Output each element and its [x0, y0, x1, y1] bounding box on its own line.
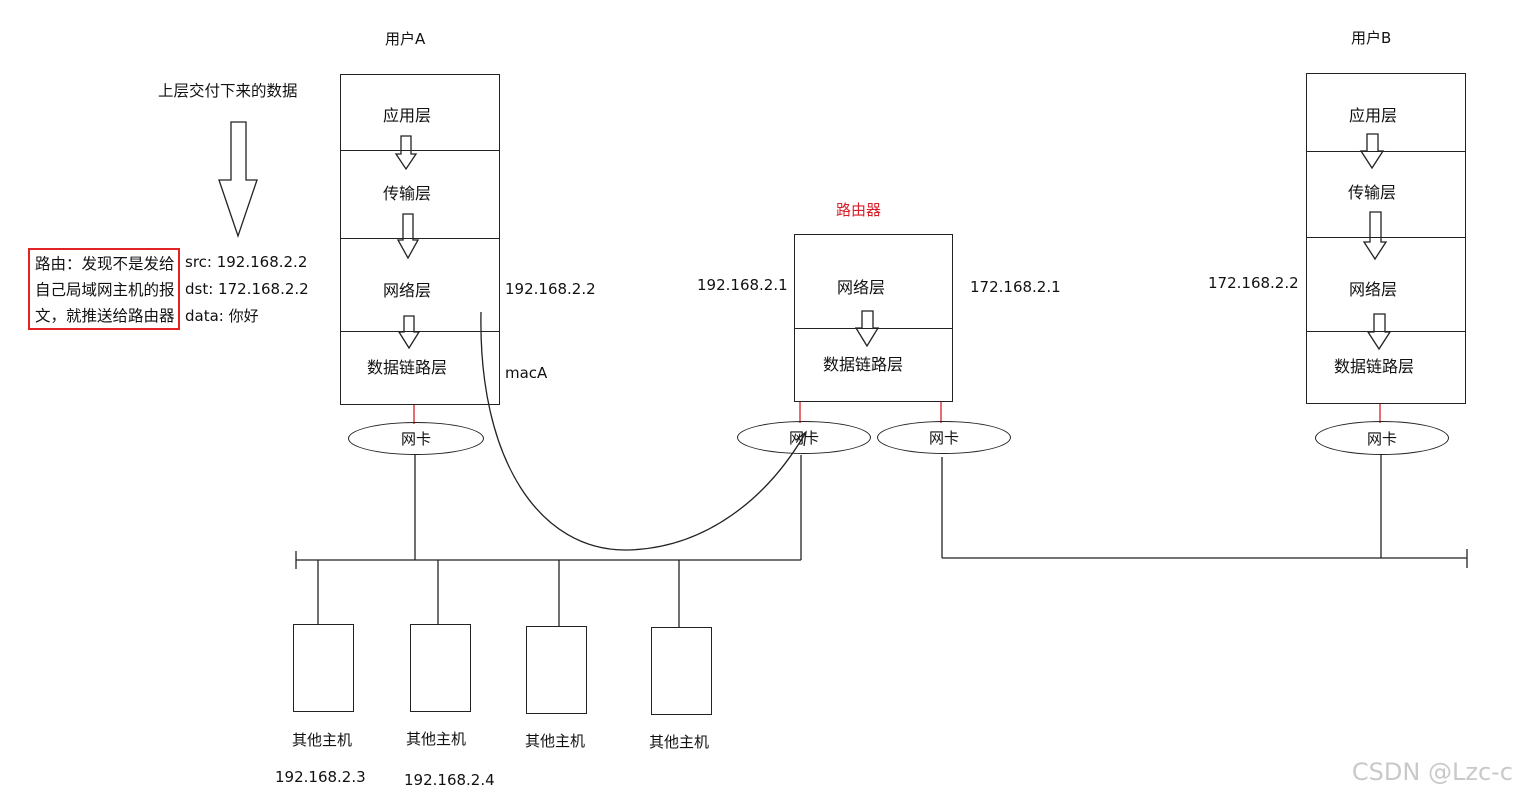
host-label: 其他主机: [525, 732, 586, 750]
upper-data-arrow: [218, 121, 258, 239]
host-ip: 192.168.2.3: [275, 768, 366, 786]
note-line-3: 文，就推送给路由器: [35, 307, 175, 325]
user-b-stack: [1306, 73, 1466, 404]
host-box: [651, 627, 712, 715]
user-a-nic: 网卡: [348, 422, 484, 455]
user-a-datalink-layer: 数据链路层: [366, 358, 447, 377]
router-network-layer: 网络层: [836, 278, 885, 297]
routing-note: 路由：发现不是发给 自己局域网主机的报 文，就推送给路由器: [28, 248, 180, 330]
user-b-datalink-layer: 数据链路层: [1333, 357, 1414, 376]
user-b-ip: 172.168.2.2: [1208, 274, 1299, 292]
packet-src: src: 192.168.2.2: [185, 253, 308, 271]
user-a-title: 用户A: [385, 30, 426, 48]
router-stack: [794, 234, 953, 402]
host-box: [410, 624, 471, 712]
layer-arrow-icon: [1366, 313, 1392, 351]
routing-path: [480, 311, 807, 551]
router-nic-right: 网卡: [877, 421, 1011, 454]
user-a-application-layer: 应用层: [382, 106, 431, 125]
router-datalink-layer: 数据链路层: [822, 355, 903, 374]
router-ip-left: 192.168.2.1: [697, 276, 788, 294]
user-b-title: 用户B: [1351, 29, 1392, 47]
host-box: [293, 624, 354, 712]
router-title: 路由器: [836, 201, 882, 219]
upper-data-label: 上层交付下来的数据: [158, 82, 298, 100]
layer-arrow-icon: [394, 135, 418, 171]
layer-arrow-icon: [396, 213, 420, 260]
user-a-transport-layer: 传输层: [382, 184, 431, 203]
user-b-application-layer: 应用层: [1348, 106, 1397, 125]
packet-data: data: 你好: [185, 307, 259, 325]
host-label: 其他主机: [406, 730, 467, 748]
host-box: [526, 626, 587, 714]
host-ip: 192.168.2.4: [404, 771, 495, 789]
note-line-2: 自己局域网主机的报: [35, 281, 175, 299]
user-a-nic-label: 网卡: [400, 430, 431, 448]
router-nic-left: 网卡: [737, 421, 871, 454]
host-label: 其他主机: [649, 733, 710, 751]
router-nic-right-label: 网卡: [928, 429, 959, 447]
packet-dst: dst: 172.168.2.2: [185, 280, 309, 298]
router-ip-right: 172.168.2.1: [970, 278, 1061, 296]
layer-arrow-icon: [1362, 211, 1388, 261]
user-b-transport-layer: 传输层: [1347, 183, 1396, 202]
user-b-network-layer: 网络层: [1348, 280, 1397, 299]
host-label: 其他主机: [292, 731, 353, 749]
user-a-stack: [340, 74, 500, 405]
layer-arrow-icon: [397, 315, 421, 350]
user-a-ip: 192.168.2.2: [505, 280, 596, 298]
user-a-network-layer: 网络层: [382, 281, 431, 300]
note-line-1: 路由：发现不是发给: [35, 255, 175, 273]
router-nic-left-label: 网卡: [788, 429, 819, 447]
user-a-mac: macA: [505, 364, 548, 382]
watermark: CSDN @Lzc-c: [1351, 758, 1513, 786]
user-b-nic: 网卡: [1315, 421, 1449, 455]
user-b-nic-label: 网卡: [1366, 429, 1397, 448]
